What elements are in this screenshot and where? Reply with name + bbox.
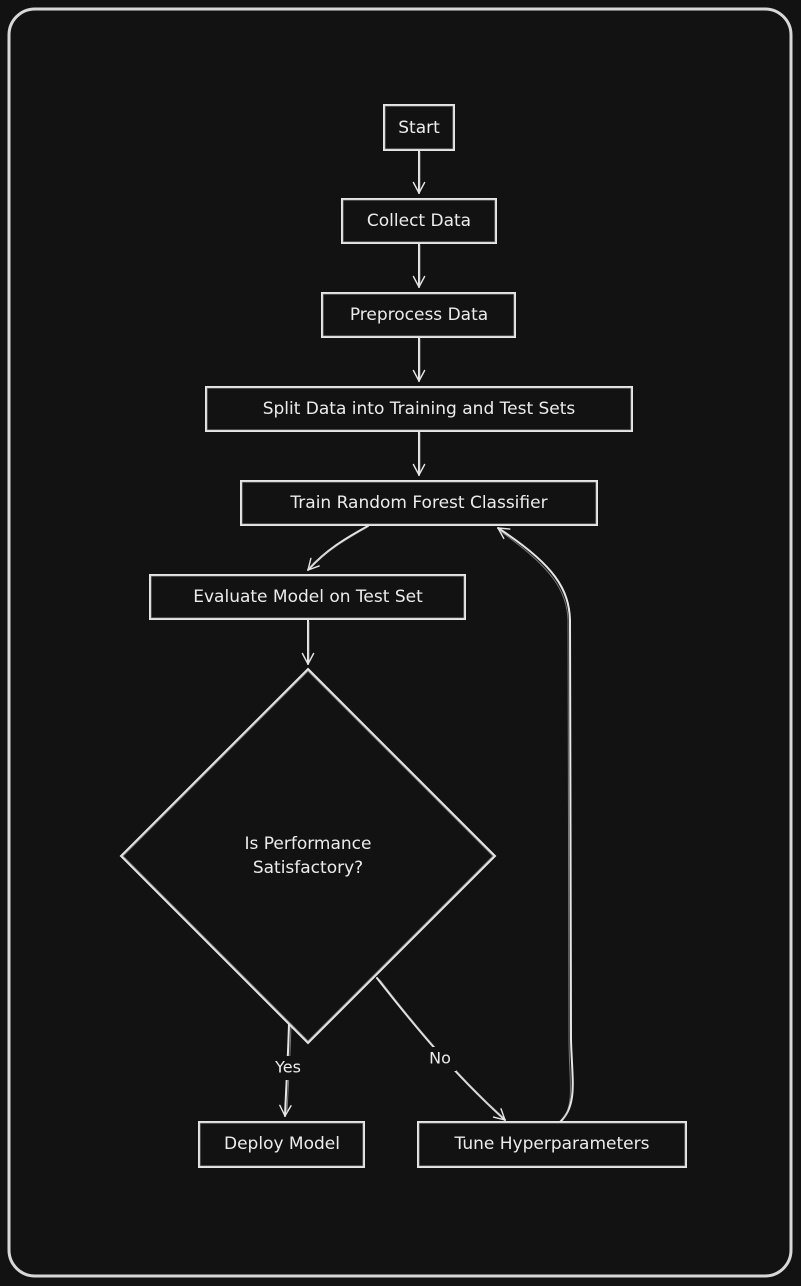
diagram-frame xyxy=(7,7,793,1278)
node-tune-hyperparameters-label: Tune Hyperparameters xyxy=(454,1134,650,1154)
edge-start-to-collect xyxy=(412,149,426,194)
edge-split-to-train xyxy=(412,430,426,476)
node-evaluate-model: Evaluate Model on Test Set xyxy=(149,574,466,620)
edge-evaluate-to-decision xyxy=(301,619,315,665)
node-split-data-label: Split Data into Training and Test Sets xyxy=(263,399,576,419)
node-deploy-model-label: Deploy Model xyxy=(224,1134,340,1154)
node-split-data: Split Data into Training and Test Sets xyxy=(205,386,633,432)
node-start-label: Start xyxy=(398,118,440,138)
node-start: Start xyxy=(383,104,455,151)
node-collect-data-label: Collect Data xyxy=(367,211,471,231)
node-train-classifier: Train Random Forest Classifier xyxy=(240,480,598,526)
edge-label-no-text: No xyxy=(429,1049,451,1068)
edge-tune-to-train xyxy=(497,527,574,1123)
node-preprocess-data-label: Preprocess Data xyxy=(350,305,488,325)
node-evaluate-model-label: Evaluate Model on Test Set xyxy=(193,587,423,607)
node-decision-label-line1: Is Performance xyxy=(244,834,371,854)
edge-label-yes-text: Yes xyxy=(274,1058,301,1077)
edge-decision-to-tune xyxy=(376,977,506,1121)
node-train-classifier-label: Train Random Forest Classifier xyxy=(289,493,547,513)
edge-collect-to-preprocess xyxy=(412,242,426,288)
node-decision-label-line2: Satisfactory? xyxy=(253,858,363,878)
node-deploy-model: Deploy Model xyxy=(198,1121,365,1168)
edge-train-to-evaluate xyxy=(307,525,369,571)
edge-label-no: No xyxy=(424,1047,456,1071)
node-preprocess-data: Preprocess Data xyxy=(321,292,516,338)
node-decision: Is Performance Satisfactory? xyxy=(119,667,497,1045)
node-collect-data: Collect Data xyxy=(341,198,497,244)
edge-preprocess-to-split xyxy=(412,336,426,382)
node-tune-hyperparameters: Tune Hyperparameters xyxy=(417,1121,687,1168)
edge-label-yes: Yes xyxy=(268,1056,308,1080)
